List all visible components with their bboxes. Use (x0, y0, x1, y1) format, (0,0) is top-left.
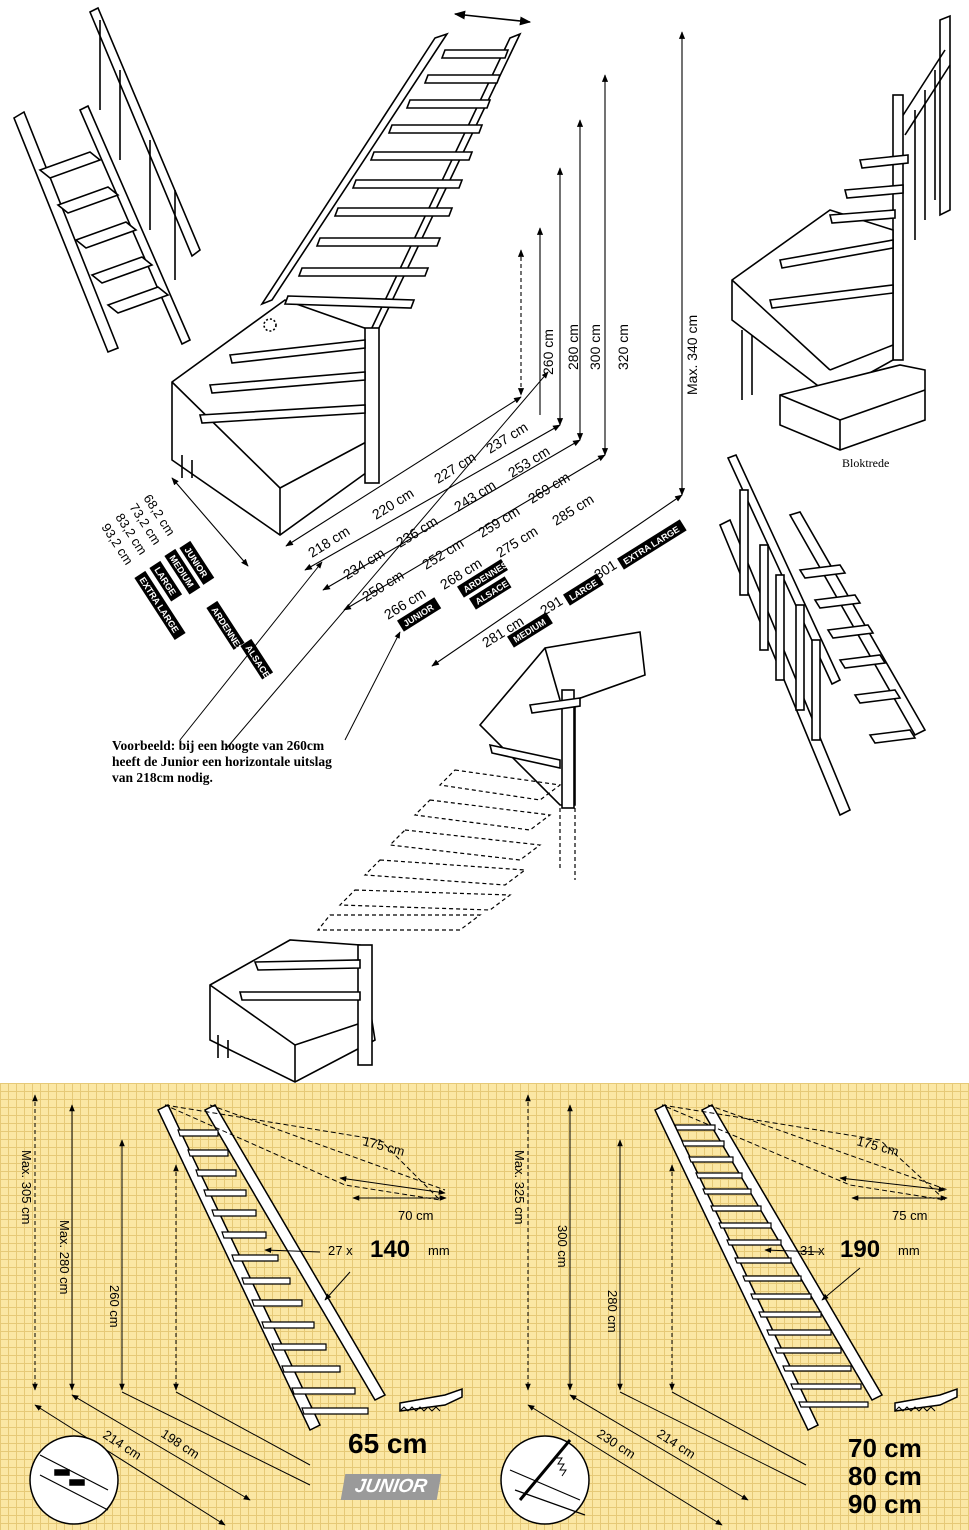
ladder-left-max-outer: Max. 305 cm (19, 1150, 34, 1224)
ladder-left-run-inner: 198 cm (158, 1426, 202, 1462)
ladder-left-tread-count: 27 x (328, 1243, 353, 1258)
example-note-line-2: heeft de Junior een horizontale uitslag (112, 754, 332, 769)
ladder-right-tread-depth: 190 (840, 1236, 880, 1263)
ladder-left-opening-length: 175 cm (361, 1133, 406, 1159)
bloktrede-label: Bloktrede (842, 456, 890, 470)
ladder-right-tread-count: 31 x (800, 1243, 825, 1258)
run-row1-col4: 237 cm (483, 419, 530, 457)
side-badge-ardennes: ARDENNES (209, 605, 245, 653)
ladder-right-widths: 70 cm 80 cm 90 cm (848, 1434, 922, 1518)
ladder-left-width: 65 cm (348, 1428, 428, 1459)
straight-stair-right (718, 453, 927, 817)
ladder-right-width-1: 70 cm (848, 1433, 922, 1463)
ladder-right-run-inner: 214 cm (654, 1426, 698, 1462)
run-row1-col2: 220 cm (369, 485, 416, 523)
ladder-left-max-inner: Max. 280 cm (57, 1220, 72, 1294)
ladder-right-labels: Max. 325 cm 300 cm 280 cm 175 cm 75 cm 3… (512, 1133, 927, 1461)
double-winder-stair (209, 631, 646, 1083)
ladder-right-width-2: 80 cm (848, 1461, 922, 1491)
example-note-line-1: Voorbeeld: bij een hoogte van 260cm (112, 738, 325, 753)
example-leader-lines (179, 371, 549, 751)
height-label-junior: 260 cm (540, 329, 556, 375)
straight-stair-top-left (13, 6, 201, 354)
ladder-left-tread-unit: mm (428, 1243, 450, 1258)
ladder-right-width-3: 90 cm (848, 1489, 922, 1519)
run-row2-col4: 253 cm (505, 443, 552, 481)
horizontal-run-lines (285, 396, 683, 667)
ladder-right-opening-length: 175 cm (855, 1133, 900, 1159)
ladder-left-labels: Max. 305 cm Max. 280 cm 260 cm 175 cm 70… (19, 1133, 450, 1462)
example-note-line-3: van 218cm nodig. (112, 770, 213, 785)
run-row3-col4: 269 cm (525, 469, 572, 507)
height-label-medium: 280 cm (565, 324, 581, 370)
ladder-left-model-badge: JUNIOR (340, 1474, 442, 1500)
winder-stair-top-right (731, 14, 951, 451)
ladder-left (29, 1094, 463, 1526)
winder-stair-top (171, 10, 532, 536)
ladder-left-tread-depth: 140 (370, 1236, 410, 1263)
height-labels: 260 cm 280 cm 300 cm 320 cm Max. 340 cm (540, 315, 700, 395)
height-label-large: 300 cm (587, 324, 603, 370)
height-dimension-lines (517, 31, 686, 496)
run-row1-col1: 218 cm (305, 523, 352, 561)
ladder-right-height-outer: 300 cm (555, 1225, 570, 1268)
width-model-badges: JUNIOR MEDIUM LARGE EXTRA LARGE ARDENNES… (134, 540, 274, 680)
ladder-right (500, 1094, 958, 1526)
height-label-extra-large: 320 cm (615, 324, 631, 370)
ladder-right-max-outer: Max. 325 cm (512, 1150, 527, 1224)
ladder-left-opening-width: 70 cm (398, 1208, 433, 1223)
height-label-max: Max. 340 cm (684, 315, 700, 395)
ladder-right-tread-unit: mm (898, 1243, 920, 1258)
run-row4-col4: 285 cm (549, 491, 596, 529)
ladder-left-height: 260 cm (107, 1285, 122, 1328)
ladder-right-opening-width: 75 cm (892, 1208, 927, 1223)
example-note: Voorbeeld: bij een hoogte van 260cm heef… (112, 738, 372, 786)
ladder-right-height-inner: 280 cm (605, 1290, 620, 1333)
